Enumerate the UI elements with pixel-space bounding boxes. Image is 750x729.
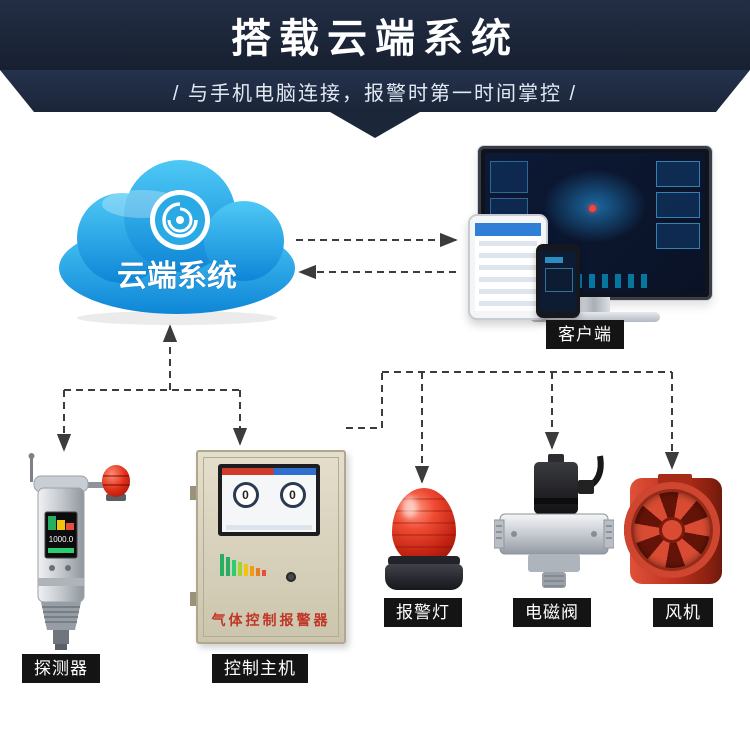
host-screen-face: 0 0 — [222, 468, 316, 532]
control-host-graphic: 0 0 气体控制报警器 — [190, 450, 346, 644]
detector-sinter-cone — [41, 602, 81, 650]
detector-display: 1000.0 — [44, 511, 78, 559]
host-door-frame — [203, 457, 339, 637]
controller-label: 控制主机 — [212, 654, 308, 683]
cloud-label: 云端系统 — [117, 259, 237, 293]
host-dial-left: 0 — [232, 482, 259, 508]
tablet-device — [468, 214, 548, 320]
alarm-collar — [388, 556, 460, 566]
valve-cable-connector — [578, 480, 594, 494]
detector-button-right — [65, 565, 71, 571]
valve-coil — [534, 454, 578, 514]
fan-label: 风机 — [653, 598, 713, 627]
alarm-light-label: 报警灯 — [384, 598, 462, 627]
header-subtitle-band: / 与手机电脑连接，报警时第一时间掌控 / — [0, 70, 750, 112]
dashboard-right-widgets — [656, 161, 700, 249]
solenoid-valve-graphic — [494, 454, 614, 588]
detector-reading: 1000.0 — [49, 535, 74, 544]
host-keyhole-icon — [286, 572, 296, 582]
host-bargraph — [220, 548, 268, 576]
host-screen-footer — [226, 525, 312, 530]
cloud-graphic: 云端系统 — [59, 160, 295, 325]
host-screen-dials: 0 0 — [222, 482, 316, 508]
banner-chevron-icon — [330, 112, 420, 138]
phone-screen-widget — [545, 257, 563, 263]
detector-band — [38, 578, 84, 586]
gas-detector-graphic: 1000.0 — [28, 453, 130, 650]
host-screen-topbar — [222, 468, 316, 475]
fan-graphic — [624, 474, 722, 588]
tablet-header-bar — [475, 223, 541, 236]
valve-body — [494, 513, 614, 555]
host-panel-title: 气体控制报警器 — [211, 612, 331, 628]
host-dial-right: 0 — [279, 482, 306, 508]
host-screen: 0 0 — [218, 464, 320, 536]
dashboard-alert-dot — [589, 205, 596, 212]
detector-button-left — [49, 565, 55, 571]
detector-label: 探测器 — [22, 654, 100, 683]
alarm-dome — [392, 488, 456, 564]
host-hinge-top — [190, 486, 196, 500]
page-subtitle: / 与手机电脑连接，报警时第一时间掌控 / — [172, 82, 578, 105]
cloud-shadow — [77, 311, 277, 325]
fan-hub — [662, 520, 682, 540]
client-label: 客户端 — [546, 320, 624, 349]
phone-screen — [540, 251, 576, 311]
cloud-swirl-logo-icon — [150, 190, 210, 250]
detector-antenna-icon — [28, 453, 35, 482]
alarm-base — [385, 564, 463, 590]
alarm-light-graphic — [385, 488, 463, 590]
fan-mount-flange — [658, 474, 692, 484]
page-title: 搭载云端系统 — [231, 17, 519, 61]
phone-device — [536, 244, 580, 318]
valve-label: 电磁阀 — [513, 598, 591, 627]
phone-screen-chart — [545, 268, 573, 292]
tablet-list-rows — [479, 241, 537, 307]
header-banner: 搭载云端系统 — [0, 0, 750, 70]
controller-to-bus-line — [346, 372, 383, 429]
tablet-screen — [475, 223, 541, 311]
monitor-stand-base — [530, 312, 660, 322]
monitor-stand-neck — [578, 297, 610, 314]
detector-beacon-icon — [82, 465, 130, 501]
host-hinge-bottom — [190, 592, 196, 606]
valve-bottom-port — [528, 554, 580, 588]
